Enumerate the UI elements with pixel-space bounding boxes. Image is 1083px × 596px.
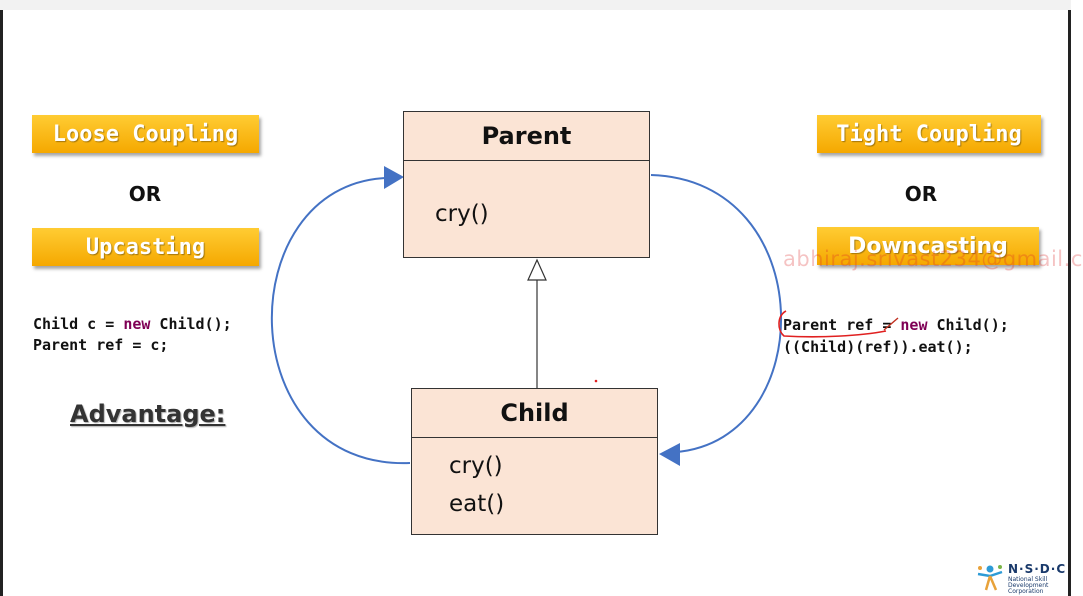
downcasting-code-line-2: ((Child)(ref)).eat(); — [783, 338, 973, 356]
pen-cursor-icon — [883, 317, 899, 331]
inheritance-triangle — [527, 258, 547, 281]
top-bar — [0, 0, 1071, 10]
loose-coupling-tag: Loose Coupling — [32, 115, 259, 153]
email-watermark: abhiraj.srivast234@gmail.c — [783, 247, 1083, 271]
code-text: Parent ref = — [783, 316, 901, 334]
left-or-label: OR — [128, 182, 162, 206]
child-method-eat: eat() — [449, 491, 505, 517]
upcasting-arrow-curve — [270, 177, 411, 465]
annotation-dot — [594, 379, 598, 383]
right-or-label: OR — [904, 182, 938, 206]
downcasting-arrowhead — [659, 443, 680, 466]
annotation-underline — [778, 310, 887, 338]
upcasting-code-line-1: Child c = new Child(); — [33, 314, 232, 335]
child-class-box: Child cry() eat() — [411, 388, 658, 535]
code-text: Child c = — [33, 315, 124, 333]
downcasting-code-line-1: Parent ref = new Child(); — [783, 315, 1009, 336]
code-text: Child(); — [927, 316, 1009, 334]
nsdc-logo: N·S·D·C National Skill Development Corpo… — [974, 560, 1068, 596]
nsdc-subtitle: National Skill Development Corporation — [1008, 576, 1049, 595]
child-method-cry: cry() — [449, 453, 503, 479]
code-keyword-new: new — [123, 315, 151, 333]
right-border — [1068, 10, 1071, 596]
nsdc-figure-icon — [977, 565, 1003, 591]
upcasting-arrowhead — [384, 166, 404, 189]
upcasting-tag: Upcasting — [32, 228, 259, 266]
parent-class-name: Parent — [404, 112, 649, 161]
downcasting-tag: Downcasting — [817, 227, 1039, 265]
advantage-heading: Advantage: — [70, 400, 226, 428]
parent-method-cry: cry() — [435, 201, 489, 227]
left-border — [0, 10, 3, 596]
child-class-name: Child — [412, 389, 657, 438]
code-text: Child(); — [150, 315, 232, 333]
upcasting-code-line-2: Parent ref = c; — [33, 336, 169, 354]
nsdc-letters: N·S·D·C — [1008, 562, 1067, 576]
tight-coupling-tag: Tight Coupling — [817, 115, 1041, 153]
parent-class-box: Parent cry() — [403, 111, 650, 258]
downcasting-arrow-curve — [650, 174, 782, 453]
code-keyword-new: new — [900, 316, 928, 334]
